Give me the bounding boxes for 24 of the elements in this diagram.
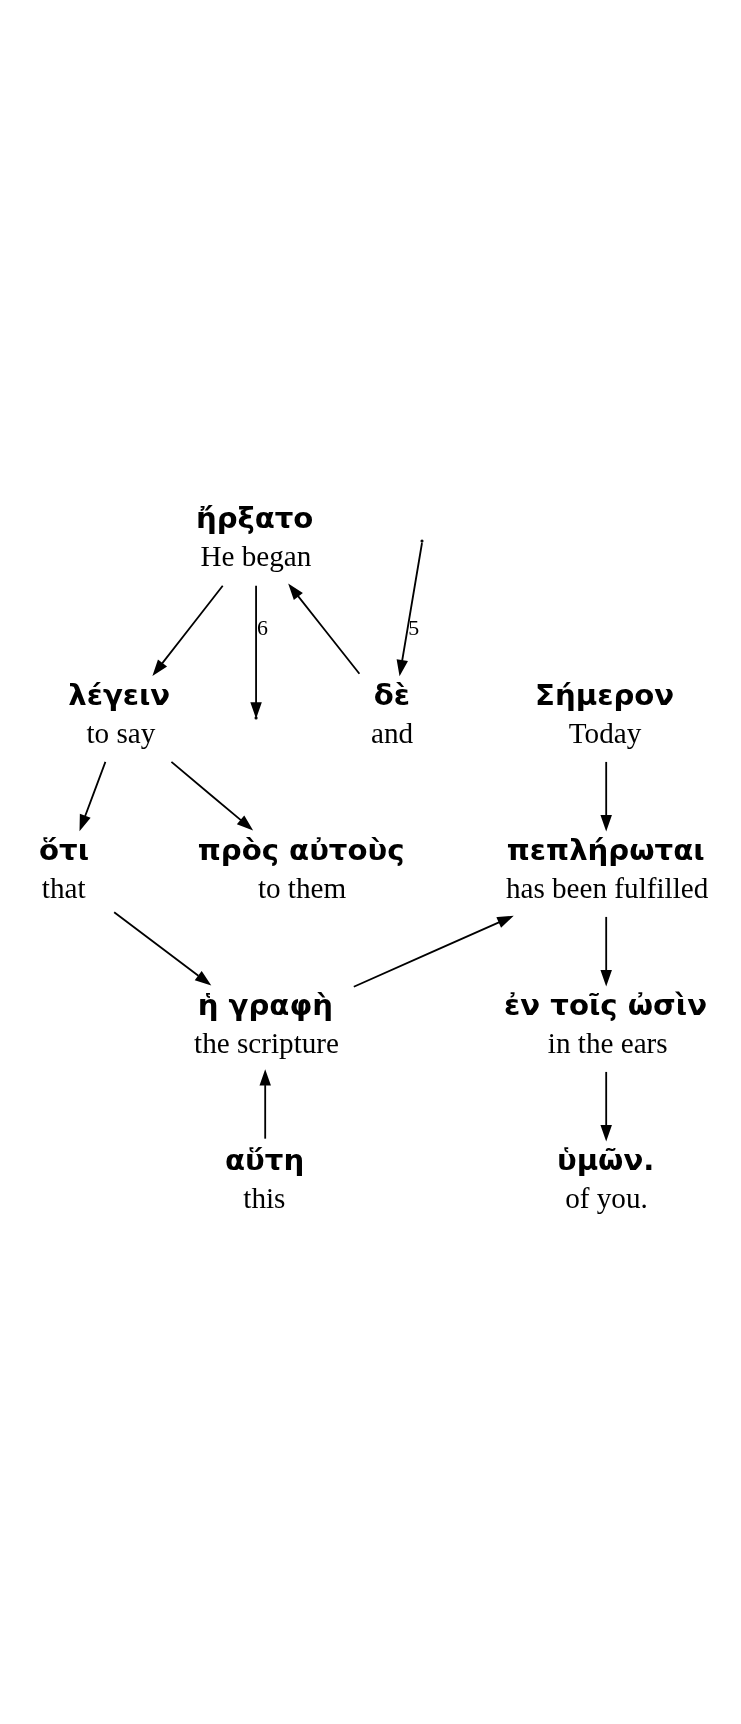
arrow: [79, 761, 107, 832]
arrow: [152, 584, 224, 676]
node-text: λέγειν to say: [68, 677, 171, 750]
arrow: [113, 911, 212, 986]
node-text: ὑμῶν. of you.: [556, 1142, 655, 1215]
arrow: [600, 1071, 612, 1142]
node-text: ἡ γραφὴ the scripture: [194, 987, 339, 1060]
node-text: ἐν τοῖς ὠσὶν in the ears: [504, 987, 708, 1060]
edge-label: 6: [256, 616, 268, 641]
arrow: [288, 583, 361, 675]
node-text: Σήμερον Today: [535, 677, 675, 750]
node-text: ὅτι that: [39, 832, 90, 905]
node-text: αὕτη this: [225, 1142, 305, 1215]
arrow: [600, 761, 612, 832]
arrow: [259, 1069, 271, 1140]
node-text: δὲ and: [370, 677, 414, 750]
arrow: [600, 916, 612, 987]
node-text: πρὸς αὐτοὺς to them: [197, 832, 405, 905]
node-text: ἤρξατο He began: [195, 500, 314, 573]
node-text: πεπλήρωται has been fulfilled: [505, 832, 709, 905]
arrow: [170, 761, 254, 831]
arrow: [396, 542, 423, 677]
arrow: [352, 915, 514, 988]
edge-label: 5: [408, 616, 420, 641]
